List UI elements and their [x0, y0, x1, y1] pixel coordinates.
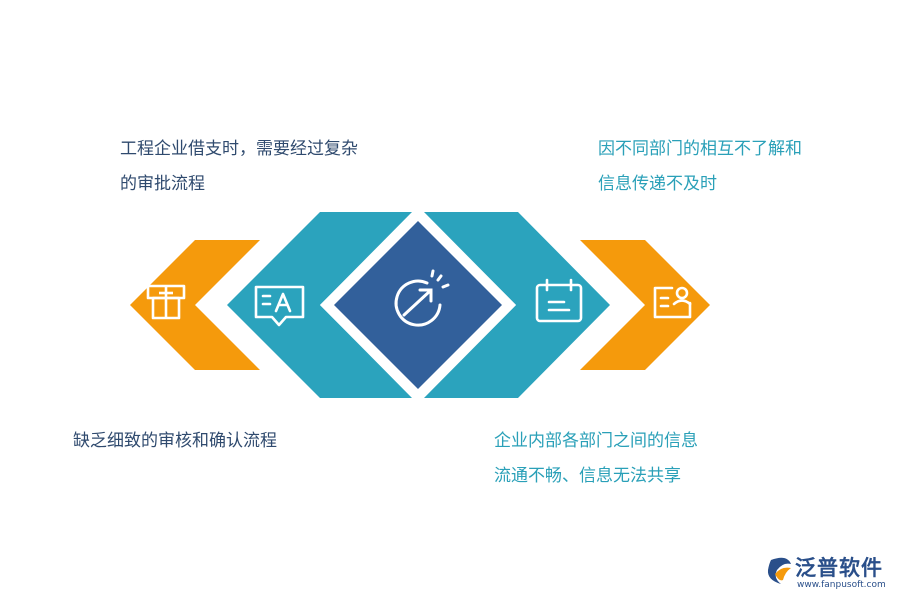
- chevron-left-orange: [130, 240, 260, 370]
- caption-bottom-right: 企业内部各部门之间的信息 流通不畅、信息无法共享: [494, 424, 698, 494]
- caption-line: 企业内部各部门之间的信息: [494, 431, 698, 451]
- caption-line: 缺乏细致的审核和确认流程: [73, 431, 277, 451]
- hexagon-right-teal: [424, 212, 610, 398]
- translate-icon: [254, 285, 305, 327]
- caption-line: 信息传递不及时: [598, 174, 717, 194]
- caption-line: 工程企业借支时，需要经过复杂: [120, 139, 358, 159]
- caption-line: 因不同部门的相互不了解和: [598, 139, 802, 159]
- chevron-right-orange: [580, 240, 710, 370]
- brand-logo: 泛普软件 www.fanpusoft.com: [765, 552, 895, 596]
- caption-bottom-left: 缺乏细致的审核和确认流程: [73, 424, 277, 459]
- caption-line: 的审批流程: [120, 174, 205, 194]
- caption-top-left: 工程企业借支时，需要经过复杂 的审批流程: [120, 132, 358, 202]
- growth-gauge-icon: [394, 269, 450, 327]
- brand-url: www.fanpusoft.com: [797, 580, 886, 590]
- caption-line: 流通不畅、信息无法共享: [494, 466, 681, 486]
- box-icon: [146, 284, 186, 320]
- brand-name: 泛普软件: [795, 556, 883, 580]
- diamond-center: [334, 221, 502, 389]
- profile-card-icon: [653, 286, 692, 319]
- caption-top-right: 因不同部门的相互不了解和 信息传递不及时: [598, 132, 802, 202]
- calendar-icon: [535, 278, 583, 323]
- brand-mark-icon: [767, 557, 791, 584]
- hexagon-left-teal: [227, 212, 412, 398]
